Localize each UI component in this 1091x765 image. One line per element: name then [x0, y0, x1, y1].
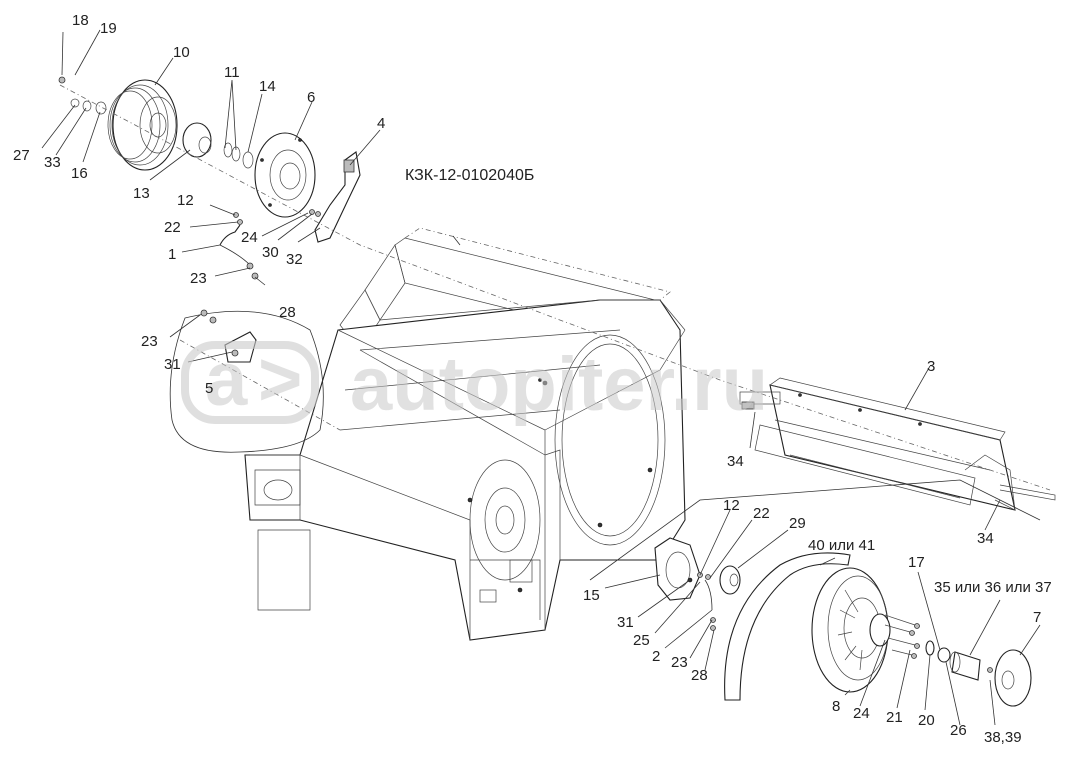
callout-31-left: 31	[164, 356, 181, 373]
callout-32: 32	[286, 251, 303, 268]
callout-16: 16	[71, 165, 88, 182]
callout-33: 33	[44, 154, 61, 171]
callout-24-top: 24	[241, 229, 258, 246]
callout-31-bottom: 31	[617, 614, 634, 631]
callout-12-top: 12	[177, 192, 194, 209]
callout-40-41: 40 или 41	[808, 537, 875, 554]
washers-20-26	[925, 640, 951, 663]
callout-29: 29	[789, 515, 806, 532]
bearing-29	[719, 565, 741, 595]
coupling-35-37	[949, 651, 981, 681]
bolts-21-24	[884, 614, 920, 659]
housing-frame	[244, 227, 686, 641]
callout-26: 26	[950, 722, 967, 739]
pulley-8	[811, 567, 891, 693]
callout-12-bottom: 12	[723, 497, 740, 514]
callout-30: 30	[262, 244, 279, 261]
callout-23-mid: 23	[141, 333, 158, 350]
bearing-housing-15	[654, 537, 716, 631]
callout-35-37: 35 или 36 или 37	[934, 579, 1052, 596]
callout-17: 17	[908, 554, 925, 571]
cover-7	[987, 649, 1032, 707]
callout-14: 14	[259, 78, 276, 95]
watermark-logo-a: a	[205, 337, 248, 422]
callout-labels: 18 19 10 11 14 6 4 27 33 16 13 12 22 1 2…	[13, 12, 1052, 746]
watermark: a > autopiter.ru	[181, 337, 768, 427]
callout-18: 18	[72, 12, 89, 29]
callout-5: 5	[205, 380, 213, 397]
callout-1: 1	[168, 246, 176, 263]
callout-21: 21	[886, 709, 903, 726]
callout-15: 15	[583, 587, 600, 604]
callout-25: 25	[633, 632, 650, 649]
callout-19: 19	[100, 20, 117, 37]
callout-23-top: 23	[190, 270, 207, 287]
watermark-logo-arrow: >	[258, 337, 302, 422]
callout-28-top: 28	[279, 304, 296, 321]
callout-23-bottom: 23	[671, 654, 688, 671]
pulley-10	[58, 76, 254, 171]
leader-lines	[41, 29, 1041, 726]
callout-8: 8	[832, 698, 840, 715]
callout-20: 20	[918, 712, 935, 729]
callout-34-right: 34	[977, 530, 994, 547]
callout-7: 7	[1033, 609, 1041, 626]
watermark-text: autopiter.ru	[350, 342, 768, 427]
callout-11: 11	[224, 64, 240, 81]
callout-10: 10	[173, 44, 190, 61]
flange-6	[254, 132, 316, 218]
grease-pipe-1	[219, 209, 321, 280]
callout-24-bottom: 24	[853, 705, 870, 722]
assembly-code-label: КЗК-12-0102040Б	[405, 167, 534, 184]
callout-38-39: 38,39	[984, 729, 1022, 746]
callout-22-bottom: 22	[753, 505, 770, 522]
callout-28-bottom: 28	[691, 667, 708, 684]
callout-34-left: 34	[727, 453, 744, 470]
callout-4: 4	[377, 115, 385, 132]
rotor-drum	[739, 377, 1056, 511]
belt-40-41	[724, 552, 851, 701]
axis-lines	[59, 84, 1051, 491]
bracket-4	[314, 151, 361, 243]
callout-22-top: 22	[164, 219, 181, 236]
callout-27: 27	[13, 147, 30, 164]
callout-13: 13	[133, 185, 150, 202]
callout-2: 2	[652, 648, 660, 665]
callout-3: 3	[927, 358, 935, 375]
callout-6: 6	[307, 89, 315, 106]
